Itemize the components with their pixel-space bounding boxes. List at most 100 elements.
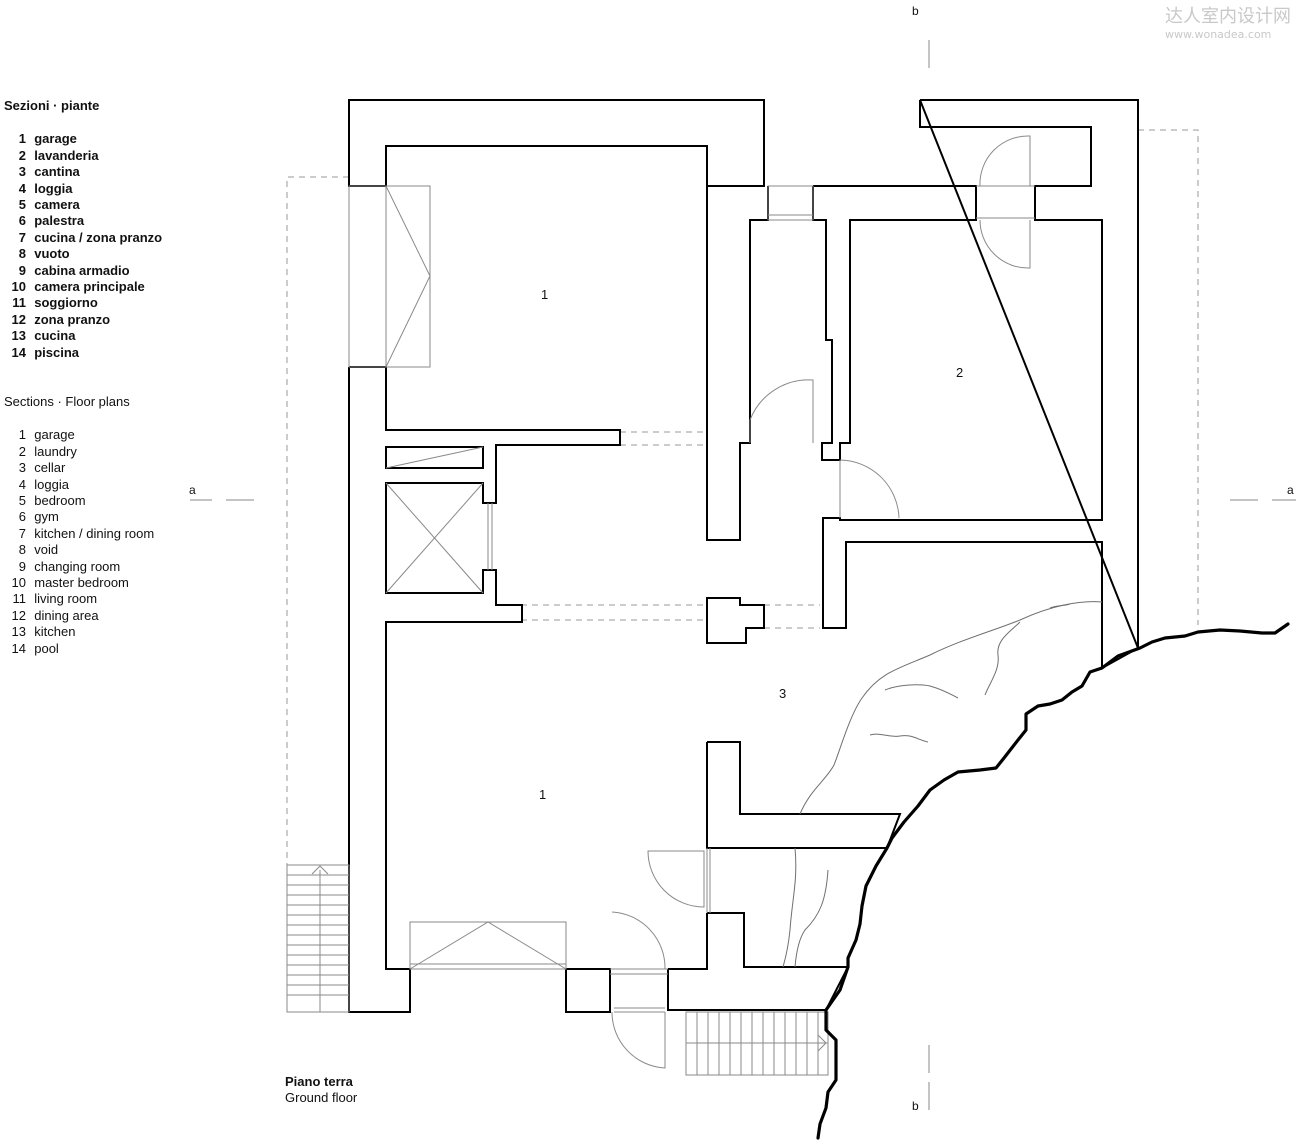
legend-item-label: zona pranzo xyxy=(34,311,111,327)
shaft xyxy=(385,446,484,594)
legend-item-label: void xyxy=(34,542,59,558)
legend-item: 14 pool xyxy=(4,641,154,657)
legend-item-label: camera principale xyxy=(34,279,145,295)
legend-item: 2 lavanderia xyxy=(4,148,162,164)
legend-item-number: 3 xyxy=(18,164,26,180)
walls xyxy=(348,99,1140,1013)
legend-item: 12 zona pranzo xyxy=(4,312,162,328)
room-number-garage-top: 1 xyxy=(541,287,548,302)
legend-item-label: palestra xyxy=(34,213,85,229)
legend-item-label: garage xyxy=(34,131,77,147)
legend-item: 9 changing room xyxy=(4,559,154,575)
legend-item-number: 8 xyxy=(18,542,26,558)
legend-item-label: camera xyxy=(34,197,80,213)
section-label-b-top: b xyxy=(912,4,919,18)
section-line-b: b b xyxy=(912,4,930,1113)
legend-item-number: 1 xyxy=(18,427,26,443)
section-line-a: a a xyxy=(189,483,1296,501)
legend-item: 12 dining area xyxy=(4,608,154,624)
legend-item-label: soggiorno xyxy=(34,295,98,311)
legend-item-label: kitchen / dining room xyxy=(34,525,155,541)
legend-item-number: 7 xyxy=(18,229,26,245)
site-edge xyxy=(816,622,1290,1140)
legend-item-label: living room xyxy=(34,591,98,607)
legend-item: 8 vuoto xyxy=(4,246,162,262)
floor-title-italian: Piano terra xyxy=(285,1074,353,1089)
legend-item-label: cucina / zona pranzo xyxy=(34,229,163,245)
room-number-cellar: 3 xyxy=(779,686,786,701)
section-label-b-bottom: b xyxy=(912,1099,919,1113)
legend-item: 3 cantina xyxy=(4,164,162,180)
legend-item-number: 7 xyxy=(18,525,26,541)
legend-item: 11 living room xyxy=(4,591,154,607)
doors xyxy=(611,135,1031,1069)
legend-item-label: dining area xyxy=(34,607,99,623)
dashed-outlines xyxy=(286,129,1199,865)
legend-item: 11 soggiorno xyxy=(4,295,162,311)
floor-title-english: Ground floor xyxy=(285,1090,358,1105)
legend-item-number: 4 xyxy=(18,180,26,196)
legend-item-number: 5 xyxy=(18,493,26,509)
legend-item-number: 10 xyxy=(11,575,26,591)
legend-item-label: loggia xyxy=(34,180,73,196)
legend-item-label: kitchen xyxy=(34,624,76,640)
legend-item-number: 11 xyxy=(12,295,26,311)
legend-item-number: 9 xyxy=(18,558,26,574)
legend-item-number: 10 xyxy=(11,279,26,295)
terrain-lines xyxy=(782,601,1103,968)
legend-item: 8 void xyxy=(4,542,154,558)
legend-item-number: 12 xyxy=(11,607,26,623)
legend-item-number: 2 xyxy=(18,147,26,163)
legend-item-label: gym xyxy=(34,509,59,525)
legend-item-number: 11 xyxy=(12,591,27,607)
legend-item: 10 master bedroom xyxy=(4,575,154,591)
section-label-a-right: a xyxy=(1287,483,1294,497)
legend-item-label: piscina xyxy=(34,344,80,360)
legend-item: 14 piscina xyxy=(4,345,162,361)
legend-item-number: 3 xyxy=(18,460,26,476)
stairs-left xyxy=(286,864,350,1013)
legend-item: 9 cabina armadio xyxy=(4,263,162,279)
legend-item: 13 kitchen xyxy=(4,624,154,640)
legend-item-number: 8 xyxy=(18,246,26,262)
legend-item: 1 garage xyxy=(4,427,154,443)
room-number-laundry: 2 xyxy=(956,365,963,380)
legend-item-number: 6 xyxy=(18,213,26,229)
legend-item: 3 cellar xyxy=(4,460,154,476)
legend-item-label: cabina armadio xyxy=(34,262,130,278)
legend-item-number: 9 xyxy=(18,262,26,278)
legend-item-label: cellar xyxy=(34,460,66,476)
legend-item: 6 gym xyxy=(4,509,154,525)
legend-item-number: 4 xyxy=(18,476,26,492)
legend-item: 1 garage xyxy=(4,131,162,147)
legend-item-number: 6 xyxy=(18,509,26,525)
legend-item: 7 cucina / zona pranzo xyxy=(4,230,162,246)
legend-item: 2 laundry xyxy=(4,444,154,460)
section-label-a-left: a xyxy=(189,483,196,497)
legend-item-number: 12 xyxy=(11,311,26,327)
legend-item: 5 camera xyxy=(4,197,162,213)
legend-item-label: pool xyxy=(34,640,59,656)
legend-item: 10 camera principale xyxy=(4,279,162,295)
legend-italian-title: Sezioni · piante xyxy=(4,98,100,113)
legend-item-number: 14 xyxy=(11,640,26,656)
windows xyxy=(348,185,1035,1013)
legend-item-number: 2 xyxy=(18,443,26,459)
room-number-garage-bottom: 1 xyxy=(539,787,546,802)
legend-item-label: vuoto xyxy=(34,246,70,262)
legend-item-label: changing room xyxy=(34,558,121,574)
legend-item: 6 palestra xyxy=(4,213,162,229)
legend-item: 7 kitchen / dining room xyxy=(4,526,154,542)
legend-item-number: 5 xyxy=(18,197,26,213)
legend-item-label: master bedroom xyxy=(34,575,129,591)
legend-item-number: 1 xyxy=(18,131,26,147)
legend-item: 4 loggia xyxy=(4,181,162,197)
legend-item-label: cantina xyxy=(34,164,80,180)
watermark-chinese: 达人室内设计网 xyxy=(1165,6,1291,27)
legend-item-number: 14 xyxy=(11,344,26,360)
legend-item-label: bedroom xyxy=(34,493,86,509)
